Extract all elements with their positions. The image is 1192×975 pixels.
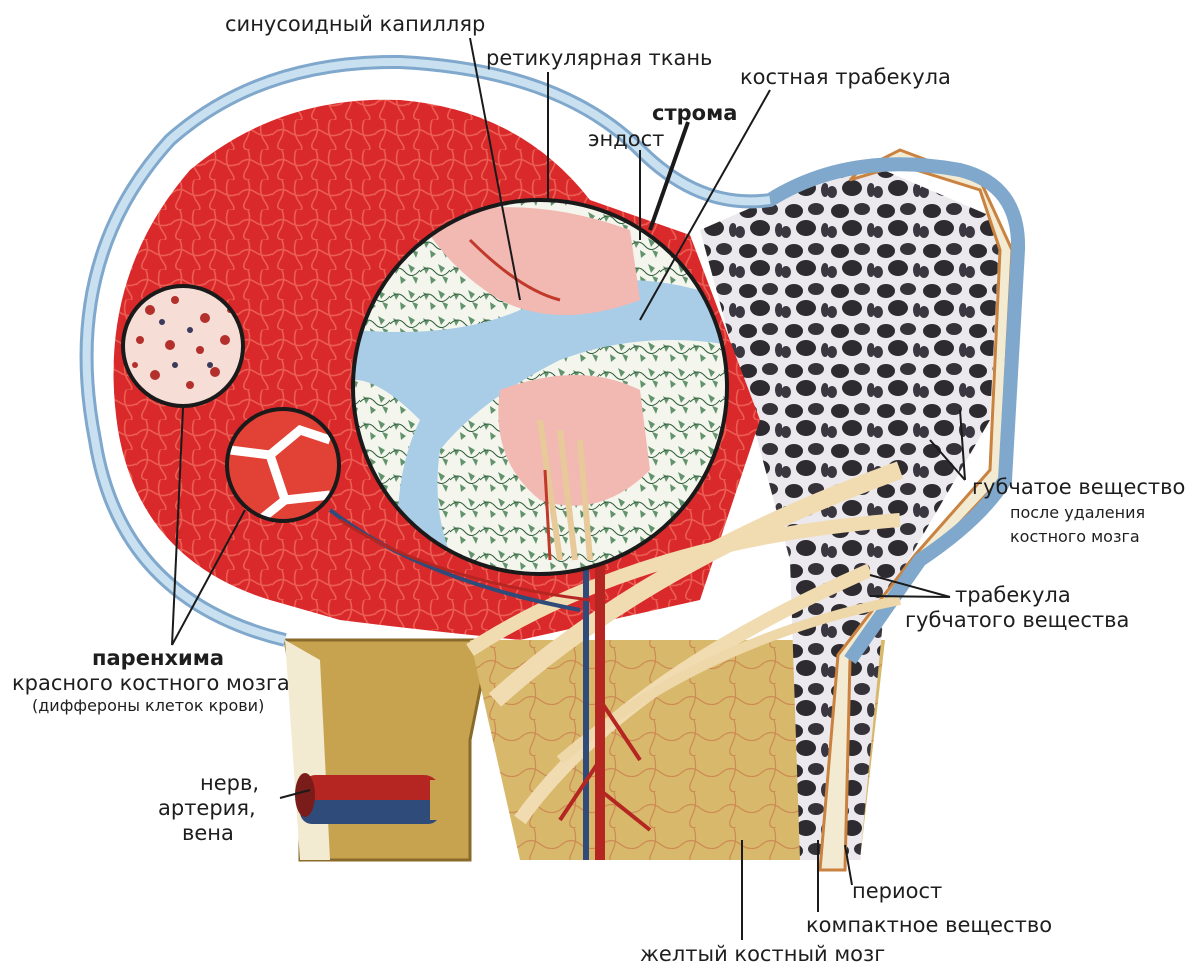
label-stroma: строма [652, 100, 737, 126]
label-nerve-1: нерв, [200, 770, 259, 796]
label-nerve-2: артерия, [158, 795, 256, 821]
label-parenchyma-1: паренхима [92, 645, 224, 671]
label-trabecula-bone: костная трабекула [740, 64, 951, 90]
label-trab-spongy-2: губчатого вещества [905, 607, 1129, 633]
label-compact: компактное вещество [806, 912, 1052, 938]
label-nerve-3: вена [182, 820, 234, 846]
label-reticular: ретикулярная ткань [486, 45, 712, 71]
label-periost: периост [852, 878, 942, 904]
label-yellow-marrow: желтый костный мозг [640, 941, 885, 967]
label-spongy-2: после удаления [1010, 502, 1145, 524]
label-spongy-3: костного мозга [1010, 526, 1140, 548]
label-parenchyma-2: красного костного мозга [12, 670, 290, 696]
label-trab-spongy-1: трабекула [955, 582, 1071, 608]
label-sinusoid: синусоидный капилляр [225, 11, 485, 37]
label-spongy-1: губчатое вещество [972, 474, 1185, 500]
label-endost: эндост [588, 126, 664, 152]
label-parenchyma-3: (диффероны клеток крови) [32, 695, 264, 717]
